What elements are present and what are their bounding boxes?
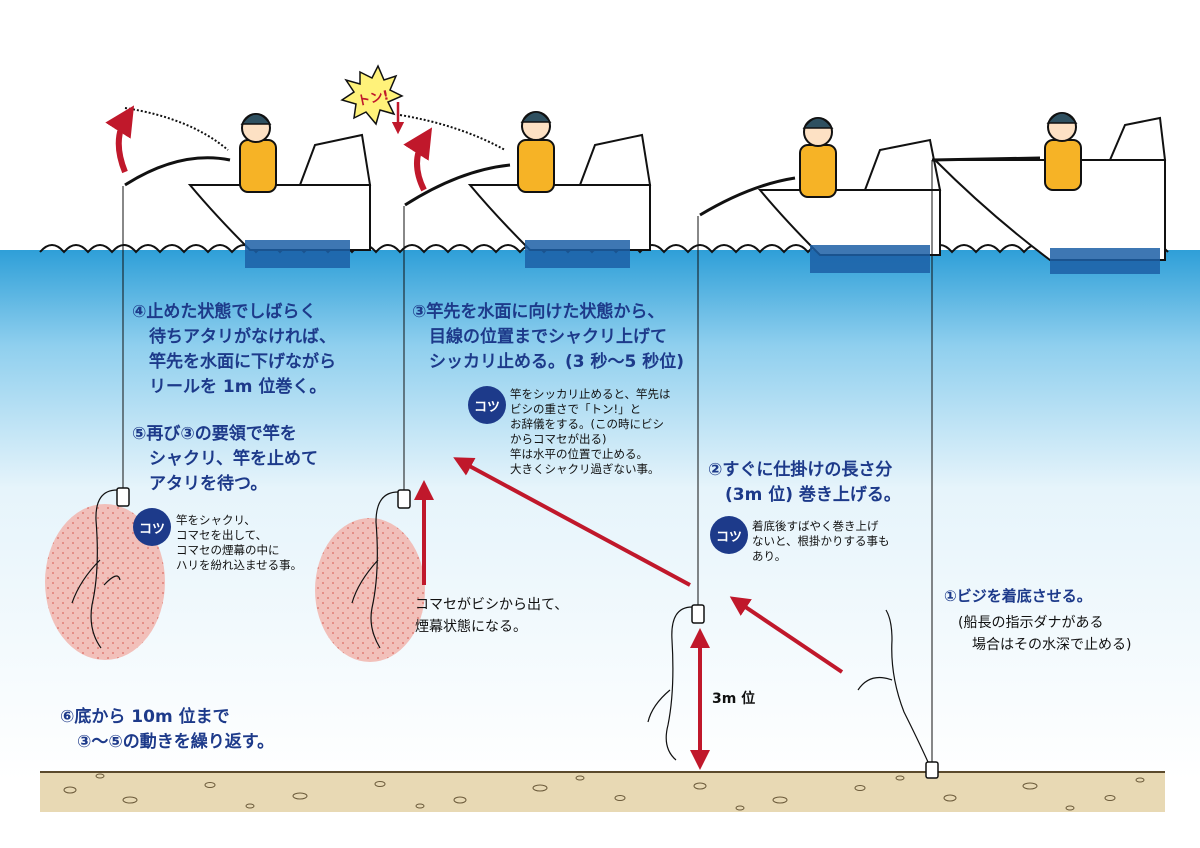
transition-arrow-icon [453,457,691,587]
transition-arrow-icon [729,596,844,674]
fishing-rod [699,176,796,217]
fishing-rod-raised [124,107,229,151]
three-m-label: 3m 位 [712,691,756,707]
fishing-rod [124,156,231,187]
boat-cabin [298,133,372,186]
boat-shadow [1050,248,1160,274]
boat-cabin [1108,116,1167,161]
kotsu-badge-1: コツ [133,508,171,546]
seabed-pebbles [63,773,1145,811]
kotsu-badge-3: コツ [710,516,748,554]
tip-2-text: 竿をシッカリ止めると、竿先は ビシの重さで「トン!」と お辞儀をする。(この時に… [510,387,671,476]
angler-body [1044,139,1082,191]
bishi-sinker [925,761,939,779]
lift-arrow-icon [403,127,433,192]
angler-cap [520,111,552,123]
komase-caption: コマセがビシから出て、 煙幕状態になる。 [415,597,569,635]
leader-line [857,609,929,763]
angler-cap [240,113,272,125]
boat-cabin [863,138,942,191]
step-1-text: ①ビジを着底させる。 [944,587,1092,605]
step-1-note: (船長の指示ダナがある 場合はその水深で止める) [958,615,1132,653]
step-4-text: ④止めた状態でしばらく 待ちアタリがなければ、 竿先を水面に下げながら リールを… [132,302,336,397]
seabed [40,772,1165,812]
boat-scene-3: トン! [315,64,652,662]
leader-line [647,606,693,761]
fishing-rod-raised [399,114,506,151]
boat-scene-4-5 [45,105,372,660]
boat-shadow [245,240,350,268]
tip-1-text: 竿をシャクリ、 コマセを出して、 コマセの煙幕の中に ハリを紛れ込ませる事。 [176,513,303,572]
boat-scene-1 [857,112,1167,779]
lift-arrow-icon [105,105,135,174]
step-6-text: ⑥底から 10m 位まで ③〜⑤の動きを繰り返す。 [60,707,275,752]
angler-body [517,139,555,193]
boat-shadow [810,245,930,273]
fishing-rod [931,156,1041,162]
boat-shadow [525,240,630,268]
step-2-text: ②すぐに仕掛けの長さ分 (3m 位) 巻き上げる。 [708,460,901,505]
step-5-text: ⑤再び③の要領で竿を シャクリ、竿を止めて アタリを待つ。 [132,424,318,494]
angler-cap [1046,112,1078,124]
step-3-text: ③竿先を水面に向けた状態から、 目線の位置までシャクリ上げて シッカリ止める。(… [412,302,685,372]
ton-burst-icon [340,64,404,126]
angler-cap [802,117,834,129]
bishi-sinker [116,487,130,507]
leader-line [71,489,121,649]
bishi-sinker [397,489,411,509]
bishi-sinker [691,604,705,624]
boat-cabin [578,133,652,186]
chum-cloud-dots [315,518,425,662]
boat-scene-2 [647,117,942,770]
angler-body [799,144,837,198]
fishing-rod [404,163,511,207]
chum-cloud-dots [45,504,165,660]
ton-label: トン! [356,88,390,109]
tip-3-text: 着底後すばやく巻き上げ ないと、根掛かりする事も あり。 [752,519,890,563]
water [0,250,1200,780]
leader-line [351,491,399,649]
kotsu-badge-2: コツ [468,386,506,424]
angler-body [239,139,277,193]
